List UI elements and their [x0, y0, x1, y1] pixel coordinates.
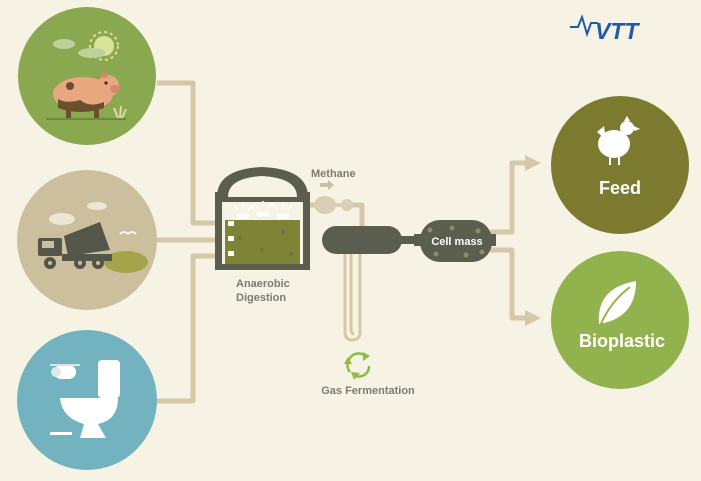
arrow-to-bioplastic	[525, 310, 541, 326]
methane-bulb	[314, 196, 353, 214]
gas-loop	[343, 252, 362, 342]
digester-sludge	[225, 220, 300, 264]
digester-tank	[215, 167, 310, 270]
digestion-label-line2: Digestion	[236, 292, 286, 304]
output-feed: Feed	[551, 96, 689, 234]
cell-mass-label: Cell mass	[431, 236, 482, 248]
output-bioplastic: Bioplastic	[551, 251, 689, 389]
methane-label: Methane	[311, 168, 356, 180]
output-label-bioplastic: Bioplastic	[579, 331, 665, 351]
waste-pile	[104, 251, 148, 273]
fermentation-label: Gas Fermentation	[321, 385, 415, 397]
chicken-icon	[597, 116, 640, 165]
source-sewage	[17, 330, 157, 470]
source-farm	[18, 7, 156, 145]
cloud-icon	[53, 39, 106, 58]
bird-icon	[119, 231, 137, 236]
digestion-label-line1: Anaerobic	[236, 278, 290, 290]
fermenter-tank	[322, 226, 414, 254]
toilet-icon	[60, 360, 120, 438]
cloud-icon	[49, 202, 107, 225]
pipe-to-feed	[490, 160, 525, 235]
vtt-logo: VTT	[570, 13, 640, 44]
leaf-icon	[598, 281, 636, 327]
spray-nozzles	[233, 201, 293, 211]
grass-icon	[113, 105, 127, 119]
output-label-feed: Feed	[599, 178, 641, 198]
pipe-to-bioplastic	[490, 247, 525, 321]
logo-pulse-icon	[570, 13, 598, 38]
dump-truck-icon	[38, 222, 112, 269]
pipe-from-farm	[157, 80, 228, 226]
source-waste	[17, 170, 157, 310]
toilet-paper-icon	[50, 364, 80, 379]
pipe-to-fermenter	[352, 202, 365, 236]
logo-text: VTT	[595, 18, 640, 44]
methane-arrow-icon	[320, 180, 334, 190]
cell-mass-tank	[414, 220, 496, 262]
pipe-from-sewage	[157, 253, 228, 404]
arrow-to-feed	[525, 155, 541, 171]
pig-icon	[53, 69, 120, 118]
gas-bubbles	[237, 203, 289, 219]
